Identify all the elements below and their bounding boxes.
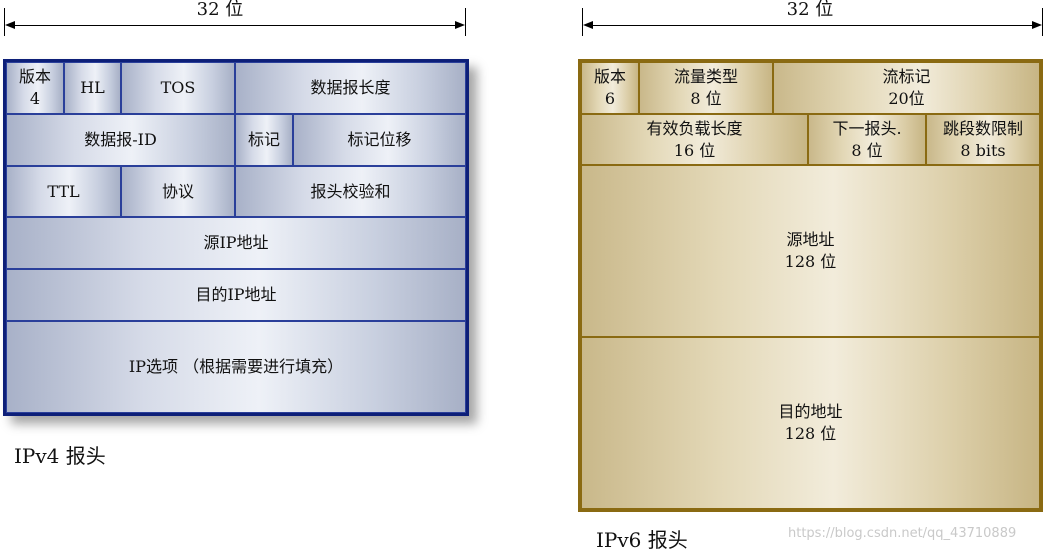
ipv6-dim-arrow-right-icon <box>1032 21 1042 29</box>
ipv4-dim-arrow-right-icon <box>455 21 465 29</box>
ipv4-version-value: 4 <box>29 89 41 108</box>
ipv4-field-hl: HL <box>64 62 121 114</box>
ipv4-field-source-address: 源IP地址 <box>6 217 466 269</box>
ipv4-dim-line <box>14 25 455 26</box>
ipv4-field-options: IP选项 （根据需要进行填充） <box>6 321 466 413</box>
ipv4-dim-tick-left <box>4 8 5 36</box>
ipv4-field-flags: 标记 <box>235 114 293 166</box>
ipv6-caption: IPv6 报头 <box>596 528 688 552</box>
ipv6-field-payload-length: 有效负载长度 16 位 <box>581 114 808 165</box>
ipv6-version-label: 版本 <box>593 67 626 86</box>
ipv4-field-tos: TOS <box>121 62 235 114</box>
ipv6-field-flow-label: 流标记 20位 <box>773 62 1040 114</box>
ipv4-field-protocol: 协议 <box>121 166 235 217</box>
ipv6-field-source-address: 源地址 128 位 <box>581 165 1040 337</box>
ipv4-field-fragment-offset: 标记位移 <box>293 114 466 166</box>
ipv6-header-box: 版本 6 流量类型 8 位 流标记 20位 有效负载长度 16 位 下一报头. … <box>578 59 1043 512</box>
ipv6-field-traffic-class: 流量类型 8 位 <box>639 62 773 114</box>
ipv4-dim-tick-right <box>465 8 466 36</box>
ipv6-width-label: 32 位 <box>786 0 834 20</box>
ipv6-dim-line <box>592 25 1032 26</box>
ipv4-caption: IPv4 报头 <box>14 444 106 468</box>
ipv4-field-destination-address: 目的IP地址 <box>6 269 466 321</box>
ipv6-field-destination-address: 目的地址 128 位 <box>581 337 1040 509</box>
ipv4-field-checksum: 报头校验和 <box>235 166 466 217</box>
watermark: https://blog.csdn.net/qq_43710889 <box>788 526 1017 541</box>
ipv4-field-total-length: 数据报长度 <box>235 62 466 114</box>
ipv4-field-id: 数据报-ID <box>6 114 235 166</box>
ipv4-field-ttl: TTL <box>6 166 121 217</box>
ipv6-dim-tick-right <box>1042 8 1043 36</box>
ipv4-field-version: 版本 4 <box>6 62 64 114</box>
ipv6-dim-tick-left <box>582 8 583 36</box>
ipv6-dim-arrow-left-icon <box>583 21 593 29</box>
ipv4-version-label: 版本 <box>18 67 51 86</box>
ipv6-field-version: 版本 6 <box>581 62 639 114</box>
ipv4-width-label: 32 位 <box>196 0 244 20</box>
ipv4-dim-arrow-left-icon <box>5 21 15 29</box>
ipv6-field-next-header: 下一报头. 8 位 <box>808 114 926 165</box>
ipv6-version-value: 6 <box>604 89 616 108</box>
ipv4-header-box: 版本 4 HL TOS 数据报长度 数据报-ID 标记 标记位移 TTL 协议 … <box>3 59 469 416</box>
ipv6-field-hop-limit: 跳段数限制 8 bits <box>926 114 1040 165</box>
